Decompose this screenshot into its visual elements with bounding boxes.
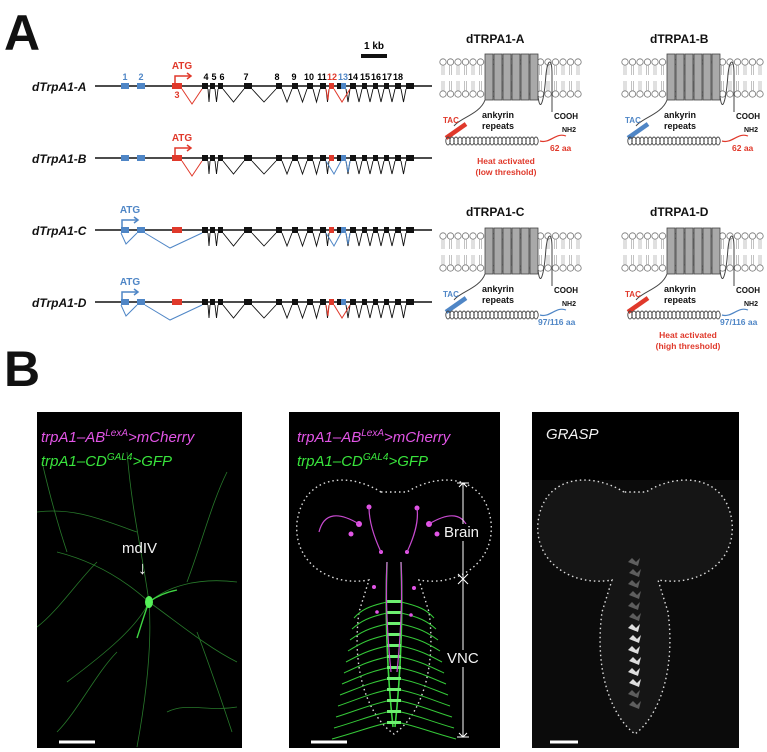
exon-number: 5 (211, 72, 216, 82)
exon-number: 8 (274, 72, 279, 82)
exon-number: 18 (393, 72, 403, 82)
cooh-label: COOH (736, 112, 760, 121)
protein-title-b: dTRPA1-B (650, 32, 709, 46)
svg-text:repeats: repeats (482, 121, 514, 131)
gene-label-c: dTrpA1-C (32, 224, 87, 238)
ankyrin-label: ankyrin (664, 110, 696, 120)
grasp-cns-outline (537, 479, 733, 735)
heat-note: Heat activated (659, 330, 717, 340)
atg-arrow-d (121, 291, 137, 300)
grasp-label: GRASP (546, 426, 599, 443)
atg-arrow-b (174, 147, 190, 156)
protein-title-c: dTRPA1-C (466, 205, 525, 219)
tac-label: TAC (443, 290, 459, 299)
atg-label-b: ATG (172, 133, 193, 144)
protein-title-d: dTRPA1-D (650, 205, 709, 219)
ankyrin-label: ankyrin (482, 284, 514, 294)
panel-a-letter: A (4, 5, 41, 61)
atg-arrow-a (174, 75, 190, 84)
micrograph-grasp: GRASP (532, 412, 739, 748)
gene-rows (95, 83, 432, 321)
gene-label-a: dTrpA1-A (32, 80, 87, 94)
exon-number: 10 (304, 72, 314, 82)
cooh-label: COOH (736, 286, 760, 295)
mdiv-label: mdIV (122, 540, 158, 557)
exon-number: 6 (219, 72, 224, 82)
exon-number: 13 (338, 72, 348, 82)
exon-number: 14 (348, 72, 358, 82)
ankyrin-label: ankyrin (664, 284, 696, 294)
exon-number: 7 (243, 72, 248, 82)
gene-row (95, 155, 432, 177)
nh2-label: NH2 (562, 127, 576, 134)
threshold-note: (high threshold) (656, 341, 721, 351)
length-label: 62 aa (732, 143, 754, 153)
exon-number: 2 (138, 72, 143, 82)
left-label-line2: trpA1–CDGAL4>GFP (41, 452, 173, 470)
tac-label: TAC (625, 290, 641, 299)
exon-number: 15 (360, 72, 370, 82)
neuron-soma (145, 596, 153, 608)
nh2-label: NH2 (562, 301, 576, 308)
mdiv-arrow: ↓ (138, 558, 147, 578)
exon-number: 3 (174, 90, 179, 100)
micrograph-neuron: trpA1–ABLexA>mCherry trpA1–CDGAL4>GFP md… (37, 412, 242, 748)
middle-label-line2: trpA1–CDGAL4>GFP (297, 452, 429, 470)
gene-row (95, 299, 432, 321)
exon-number: 16 (371, 72, 381, 82)
region-brackets (457, 482, 469, 738)
length-label: 97/116 aa (720, 317, 758, 327)
exon-number: 1 (122, 72, 127, 82)
cns-image (296, 479, 492, 744)
exon-number: 4 (203, 72, 208, 82)
left-label-line1: trpA1–ABLexA>mCherry (41, 428, 195, 446)
svg-text:repeats: repeats (482, 295, 514, 305)
cooh-label: COOH (554, 286, 578, 295)
brain-magenta-cells (348, 504, 440, 617)
exon-number: 12 (327, 72, 337, 82)
atg-label-d: ATG (120, 277, 141, 288)
exon-number: 17 (382, 72, 392, 82)
gene-label-d: dTrpA1-D (32, 296, 87, 310)
grasp-image (532, 479, 739, 748)
vnc-label: VNC (446, 650, 480, 667)
nh2-label: NH2 (744, 301, 758, 308)
gene-label-b: dTrpA1-B (32, 152, 87, 166)
scale-bar-label: 1 kb (364, 41, 384, 52)
svg-text:repeats: repeats (664, 121, 696, 131)
svg-text:repeats: repeats (664, 295, 696, 305)
length-label: 97/116 aa (538, 317, 576, 327)
nh2-label: NH2 (744, 127, 758, 134)
micrograph-cns: trpA1–ABLexA>mCherry trpA1–CDGAL4>GFP Br… (289, 412, 500, 748)
ankyrin-label: ankyrin (482, 110, 514, 120)
gene-row (95, 83, 432, 105)
atg-arrow-c (121, 219, 137, 228)
heat-note: Heat activated (477, 156, 535, 166)
panel-b-letter: B (4, 341, 41, 397)
exon-number: 9 (291, 72, 296, 82)
cns-outline (296, 479, 492, 735)
tac-label: TAC (625, 116, 641, 125)
atg-label-c: ATG (120, 205, 141, 216)
length-label: 62 aa (550, 143, 572, 153)
gene-row (95, 227, 432, 249)
protein-title-a: dTRPA1-A (466, 32, 525, 46)
exon-number-labels: 1 2 3 4 5 6 7 8 9 10 11 12 13 14 15 16 1… (122, 72, 403, 100)
middle-label-line1: trpA1–ABLexA>mCherry (297, 428, 451, 446)
brain-label: Brain (443, 524, 481, 541)
neuron-image (37, 451, 238, 748)
atg-label-a: ATG (172, 61, 193, 72)
tac-label: TAC (443, 116, 459, 125)
grasp-signal (628, 558, 641, 709)
gene-structures: 1 kb 1 2 3 4 5 6 7 8 9 10 11 12 13 14 15… (95, 41, 432, 321)
threshold-note: (low threshold) (476, 167, 537, 177)
exon-number: 11 (317, 72, 327, 82)
cooh-label: COOH (554, 112, 578, 121)
